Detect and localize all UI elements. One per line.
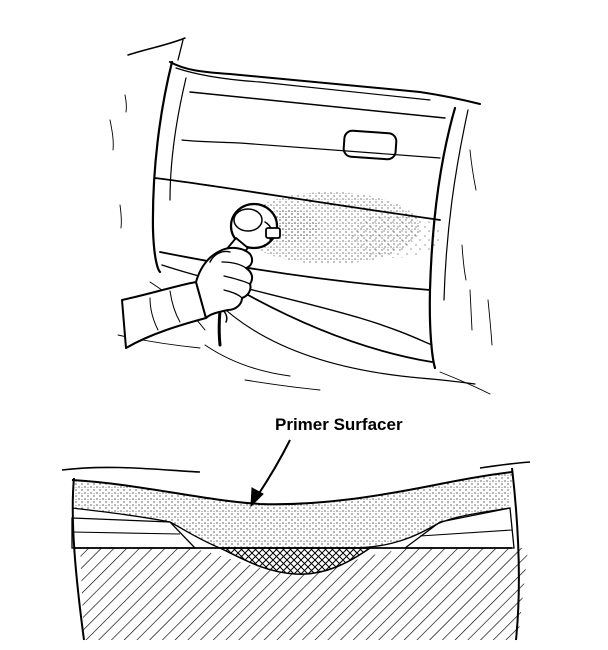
spray-mist (240, 192, 440, 264)
primer-surfacer-label: Primer Surfacer (275, 415, 403, 434)
callout-arrow-icon (250, 439, 291, 508)
arm-and-hand (121, 246, 254, 349)
cross-section-diagram (61, 461, 531, 641)
